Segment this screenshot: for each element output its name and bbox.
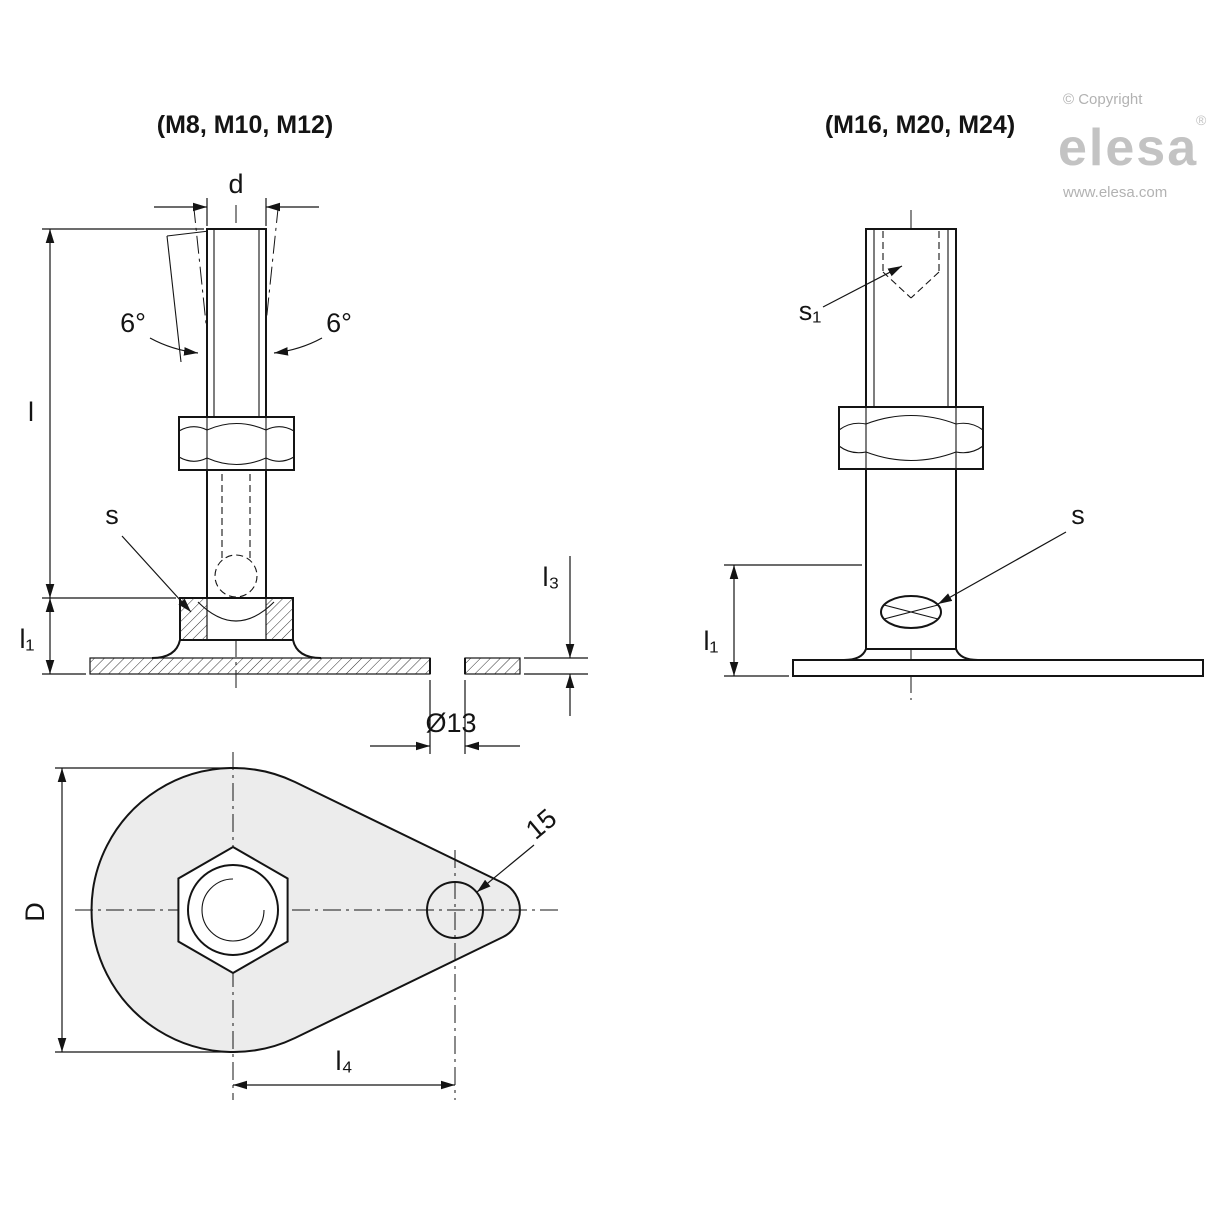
stud-lower xyxy=(865,468,957,650)
l-label: l xyxy=(28,397,34,427)
l4-label: l₄ xyxy=(335,1046,352,1076)
left-view-title: (M8, M10, M12) xyxy=(157,111,333,139)
nut-chamfer xyxy=(955,422,984,431)
tilted-stud-edge xyxy=(166,235,182,363)
base-plate-section xyxy=(89,657,431,675)
washer-circle xyxy=(187,864,279,956)
nut-chamfer xyxy=(265,426,295,432)
stud-upper xyxy=(206,228,267,418)
foot-flange-left xyxy=(151,639,181,659)
swivel-cross xyxy=(883,604,939,620)
stud-lower xyxy=(206,469,267,599)
dia13-label: Ø13 xyxy=(425,708,476,738)
angle-left-label: 6° xyxy=(120,308,146,338)
base-plate xyxy=(792,659,1204,677)
hex-nut-plan xyxy=(177,845,289,975)
s-label: s xyxy=(1071,500,1085,530)
tapped-hole-cone xyxy=(882,271,912,299)
hidden-ball xyxy=(214,554,258,598)
thread-circle xyxy=(201,878,265,942)
stud-upper xyxy=(865,228,957,408)
s1-label: s₁ xyxy=(799,296,822,326)
foot-flange-right xyxy=(955,648,979,661)
nut-chamfer xyxy=(838,445,867,454)
brand-wordmark: elesa xyxy=(1058,119,1198,177)
nut-chamfer xyxy=(838,422,867,431)
l1-label: l₁ xyxy=(19,624,34,654)
nut-chamfer xyxy=(178,426,208,432)
left-side-view: (M8, M10, M12) 6° 6° d xyxy=(19,111,588,754)
nut-chamfer xyxy=(206,422,267,431)
angle-arc-left xyxy=(149,337,199,356)
elesa-logo: © Copyright elesa ® www.elesa.com xyxy=(1058,91,1207,201)
hex-nut xyxy=(838,406,984,470)
l1-label: l₁ xyxy=(703,626,718,656)
tapped-hole-cone xyxy=(910,271,940,299)
angle-arc-right xyxy=(273,337,323,356)
mounting-hole xyxy=(426,881,484,939)
nut-chamfer xyxy=(265,456,295,462)
hex-nut xyxy=(178,416,295,471)
s-leader xyxy=(937,531,1067,605)
ball-seat-arc xyxy=(197,601,275,622)
bottom-plan-view: D l₄ 15 xyxy=(20,752,562,1100)
nut-chamfer xyxy=(178,456,208,462)
foot-flange-left xyxy=(843,648,867,661)
s-leader xyxy=(121,535,192,613)
s1-leader xyxy=(822,265,903,308)
hole15-label: 15 xyxy=(520,803,562,845)
hole15-leader xyxy=(476,844,535,893)
brand-url: www.elesa.com xyxy=(1062,184,1167,201)
foot-section-right xyxy=(265,597,294,641)
registered-mark: ® xyxy=(1196,112,1207,128)
s-label: s xyxy=(105,500,119,530)
l3-label: l₃ xyxy=(543,562,560,592)
right-side-view: (M16, M20, M24) s₁ s xyxy=(703,111,1204,700)
nut-chamfer xyxy=(865,414,957,425)
foot-flange-right xyxy=(292,639,322,659)
d-label: d xyxy=(228,169,243,199)
nut-chamfer xyxy=(206,457,267,466)
angle-right-label: 6° xyxy=(326,308,352,338)
nut-chamfer xyxy=(955,445,984,454)
D-label: D xyxy=(20,902,50,922)
swivel-joint xyxy=(880,595,942,629)
base-plate-section xyxy=(464,657,521,675)
copyright-text: © Copyright xyxy=(1063,91,1143,108)
nut-chamfer xyxy=(865,451,957,462)
right-view-title: (M16, M20, M24) xyxy=(825,111,1015,139)
